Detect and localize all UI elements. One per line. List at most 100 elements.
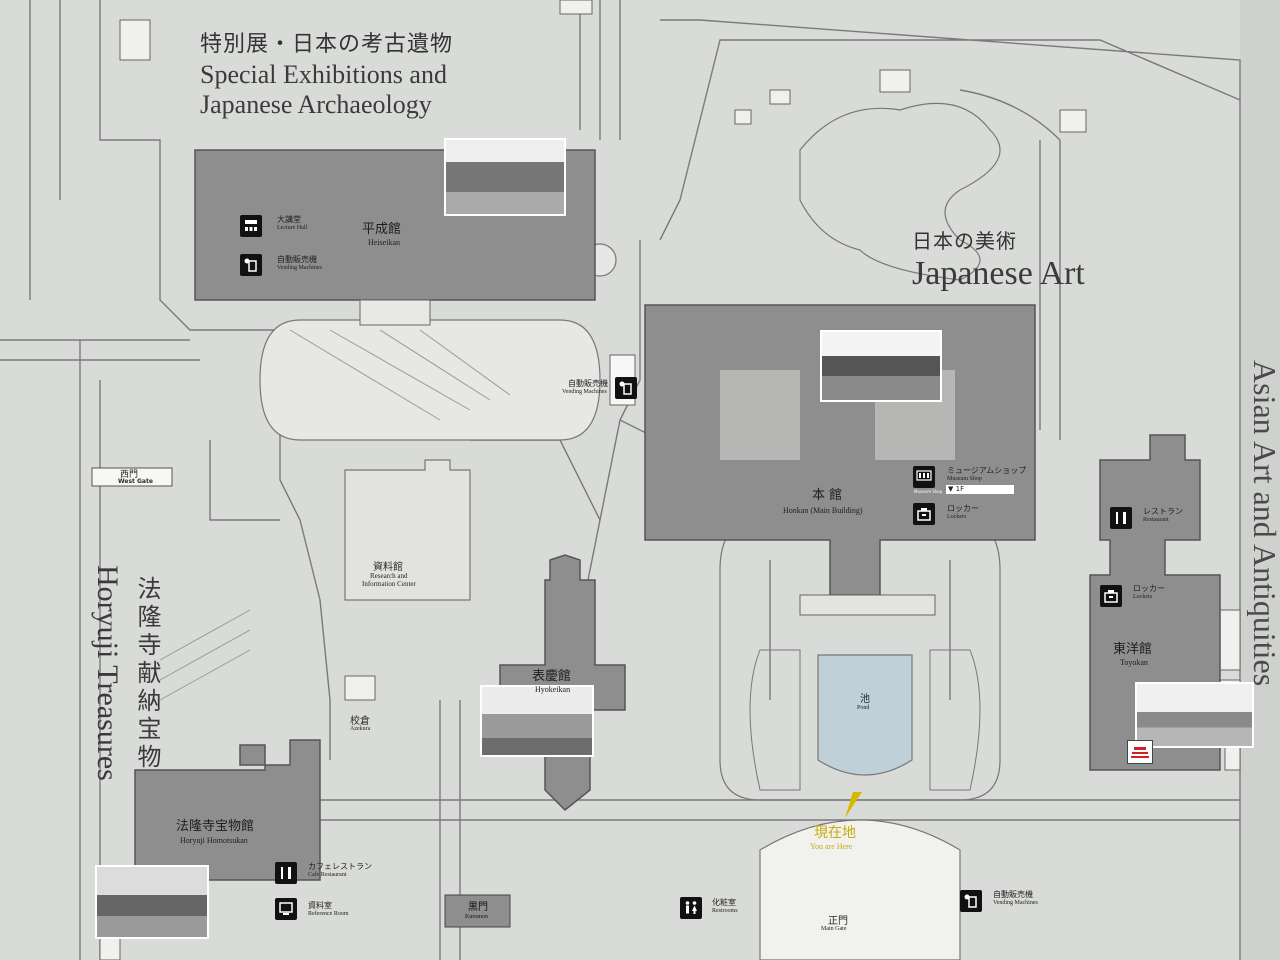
west-gate-label-en: West Gate <box>118 478 153 485</box>
pond-label-en: Pond <box>857 705 870 711</box>
cafe-label-en: Cafe Restaurant <box>308 872 347 878</box>
pond-label-jp: 池 <box>860 694 870 705</box>
vending-gate-label-jp: 自動販売機 <box>993 890 1033 899</box>
terrain-lines <box>159 329 511 701</box>
research-label-jp: 資料館 <box>373 562 403 573</box>
locker-icon <box>913 503 935 525</box>
lockers-toyokan-label-en: Lockers <box>1133 594 1153 600</box>
museum-shop-floor: 1F <box>955 485 965 493</box>
locker-icon <box>1100 585 1122 607</box>
lockers-toyokan-label-jp: ロッカー <box>1133 584 1165 593</box>
special-exhibitions-en-line2: Japanese Archaeology <box>200 90 432 119</box>
lawn-east <box>929 649 981 791</box>
main-gate-label-en: Main Gate <box>821 926 847 932</box>
museum-shop-label-jp: ミュージアムショップ <box>947 466 1027 475</box>
map-edge <box>1240 0 1280 960</box>
japanese-art-jp: 日本の美術 <box>912 229 1017 253</box>
west-gate-box <box>91 467 173 487</box>
honkan-label-jp: 本 館 <box>812 488 843 503</box>
azekura-label-jp: 校倉 <box>350 716 370 727</box>
special-exhibitions-jp: 特別展・日本の考古遺物 <box>200 32 454 57</box>
you-are-here-label-en: You are Here <box>810 842 853 851</box>
vending-heisei-label-en: Vending Machines <box>277 265 322 271</box>
horyuji-photo <box>95 865 209 939</box>
heiseikan-photo <box>444 138 566 216</box>
honkan-steps <box>799 594 936 616</box>
honkan-photo <box>820 330 942 402</box>
restrooms-label-en: Restrooms <box>712 908 738 914</box>
restaurant-icon <box>1110 507 1132 529</box>
edge-text: Asian Art and Antiquities <box>1247 360 1280 687</box>
vending-gate-label-en: Vending Machines <box>993 900 1038 906</box>
hyokeikan-label-en: Hyokeikan <box>535 685 571 694</box>
heiseikan-label-en: Heiseikan <box>368 238 400 247</box>
toyokan-label-en: Toyokan <box>1120 658 1148 667</box>
toyokan-label-jp: 東洋館 <box>1113 642 1153 657</box>
museum-shop-glyph <box>916 470 932 481</box>
kuromon-label-en: Kuromon <box>465 914 488 920</box>
cafe-label-jp: カフェレストラン <box>308 862 372 871</box>
garden-outline <box>799 102 1001 281</box>
museum-shop-sign: Museum Shop <box>914 489 943 494</box>
toyokan-photo <box>1135 682 1254 748</box>
vending-machine-icon <box>615 377 637 399</box>
vending-machine-icon <box>240 254 262 276</box>
floor-arrow-icon: ▼ <box>948 485 956 493</box>
honkan-courtyard-west <box>720 370 800 460</box>
monitor-glyph <box>279 902 293 915</box>
museum-shop-icon <box>913 466 935 488</box>
research-label-en-line1: Research and <box>370 572 408 580</box>
toyokan-mark-icon <box>1127 740 1153 764</box>
main-gate-label-jp: 正門 <box>828 916 848 927</box>
you-are-here-label-jp: 現在地 <box>814 825 856 841</box>
museum-shop-label-en: Museum Shop <box>947 476 982 482</box>
honkan-label-en: Honkan (Main Building) <box>783 506 863 515</box>
vending-glyph <box>964 894 977 908</box>
lecture-hall-icon <box>240 215 262 237</box>
horyuji-homotsukan-label-en: Horyuji Homotsukan <box>180 836 248 845</box>
hyokeikan-label-jp: 表慶館 <box>532 669 572 684</box>
horyuji-treasures-en: Horyuji Treasures <box>91 565 124 781</box>
horyuji-treasures-jp: 法隆寺献納宝物 <box>133 576 161 772</box>
japanese-art-en: Japanese Art <box>912 255 1085 292</box>
azekura-label-en: Azekura <box>350 726 371 732</box>
restroom-icon <box>680 897 702 919</box>
special-exhibitions-en-line1: Special Exhibitions and <box>200 60 447 89</box>
lockers-honkan-label-jp: ロッカー <box>947 504 979 513</box>
pond <box>817 654 913 776</box>
vending-mid-label-en: Vending Machines <box>562 389 607 395</box>
you-are-here-marker <box>845 792 862 818</box>
locker-glyph <box>1104 590 1118 603</box>
vending-glyph <box>244 258 257 272</box>
lecture-hall-glyph <box>245 220 257 231</box>
museum-shop-floor-tag: ▼ 1F <box>946 485 1014 494</box>
kuromon-label-jp: 黒門 <box>468 902 488 913</box>
restroom-glyph <box>685 901 697 914</box>
hyokeikan-building <box>499 554 626 812</box>
vending-machine-icon <box>960 890 982 912</box>
fork-knife-glyph <box>1116 512 1126 524</box>
restaurant-label-jp: レストラン <box>1143 507 1183 516</box>
west-gate-label-jp: 西門 <box>120 470 139 480</box>
lawn-west <box>749 649 801 791</box>
restaurant-label-en: Restaurant <box>1143 517 1169 523</box>
kuromon-gate <box>444 894 511 928</box>
lockers-honkan-label-en: Lockers <box>947 514 967 520</box>
hyokeikan-photo <box>480 685 594 757</box>
locker-glyph <box>917 508 931 521</box>
fork-knife-glyph <box>281 867 291 879</box>
lecture-hall-label-jp: 大講堂 <box>277 215 301 224</box>
vending-glyph <box>619 381 632 395</box>
research-center-outline <box>344 459 471 601</box>
reference-label-jp: 資料室 <box>308 901 332 910</box>
lecture-hall-label-en: Lecture Hall <box>277 225 308 231</box>
restrooms-label-jp: 化粧室 <box>712 898 736 907</box>
research-label-en-line2: Information Center <box>362 580 416 588</box>
reference-label-en: Reference Room <box>308 911 349 917</box>
walkways <box>259 243 1001 960</box>
horyuji-homotsukan-building <box>134 739 321 881</box>
cafe-restaurant-icon <box>275 862 297 884</box>
heiseikan-label-jp: 平成館 <box>362 222 402 237</box>
